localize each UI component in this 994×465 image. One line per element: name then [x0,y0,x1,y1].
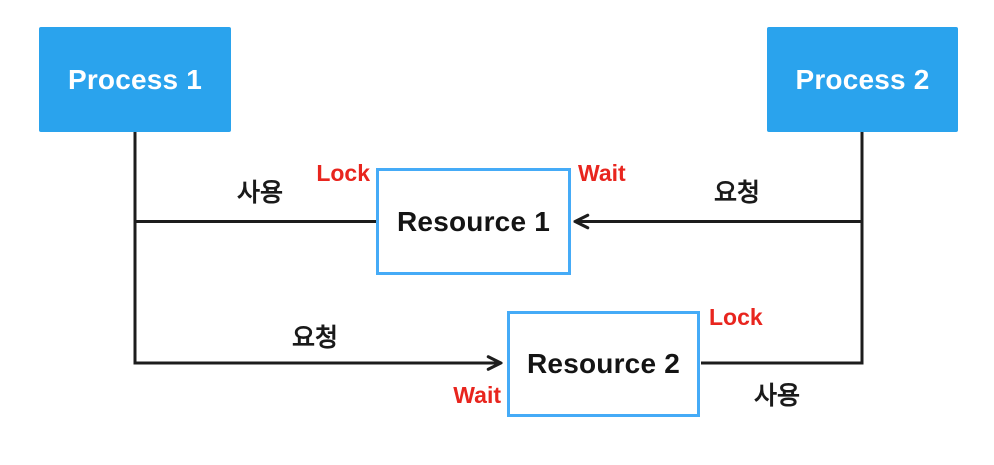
status-label-wait-r1: Wait [578,160,626,186]
resource-1-node: Resource 1 [376,168,571,275]
status-label-lock-r1: Lock [316,160,370,186]
edge-p1-requests-r2 [133,132,500,363]
process-1-node: Process 1 [39,27,231,132]
edge-p2-uses-r2 [701,132,864,365]
edge-label-use-p1-r1: 사용 [236,179,284,207]
status-label-wait-r2: Wait [453,382,501,408]
edge-label-request-p2-r1: 요청 [713,179,761,207]
process-2-node: Process 2 [767,27,958,132]
edge-label-request-p1-r2: 요청 [291,324,339,352]
status-label-lock-r2: Lock [709,304,763,330]
edge-label-use-p2-r2: 사용 [753,382,801,410]
resource-2-node: Resource 2 [507,311,700,417]
